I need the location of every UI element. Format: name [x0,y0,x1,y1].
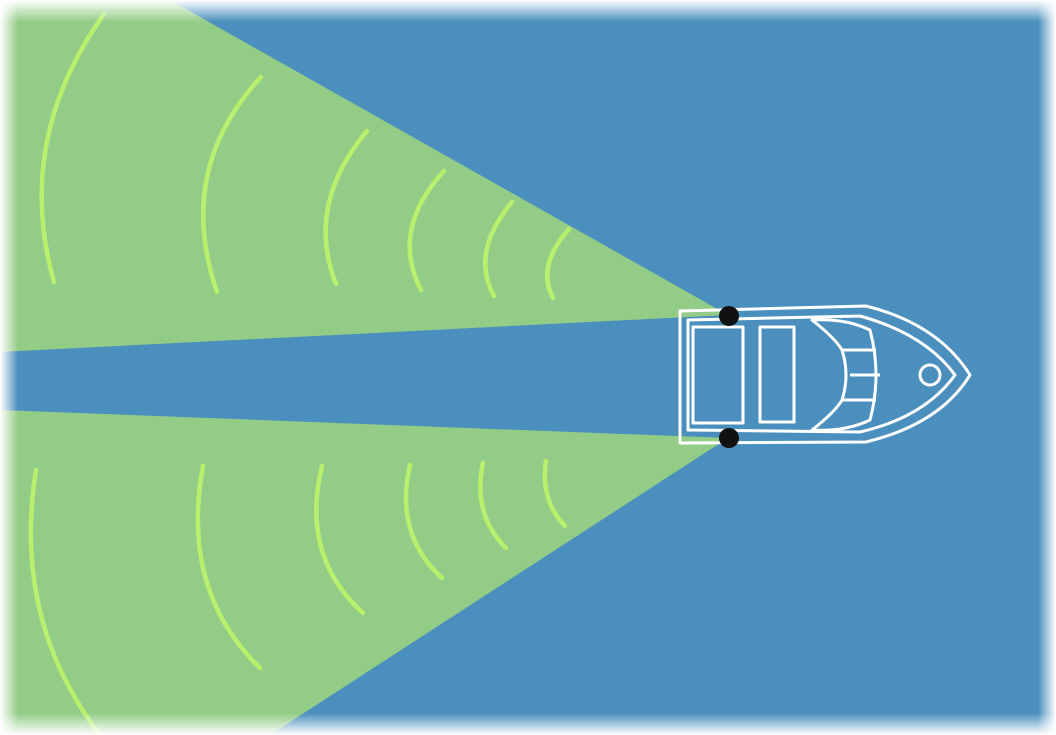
edge-fade-top [0,0,1056,22]
edge-fade-left [0,0,18,735]
starboard-transducer-dot [719,428,739,448]
edge-fade-right [1038,0,1056,735]
port-transducer-dot [719,306,739,326]
edge-fade-bottom [0,713,1056,735]
